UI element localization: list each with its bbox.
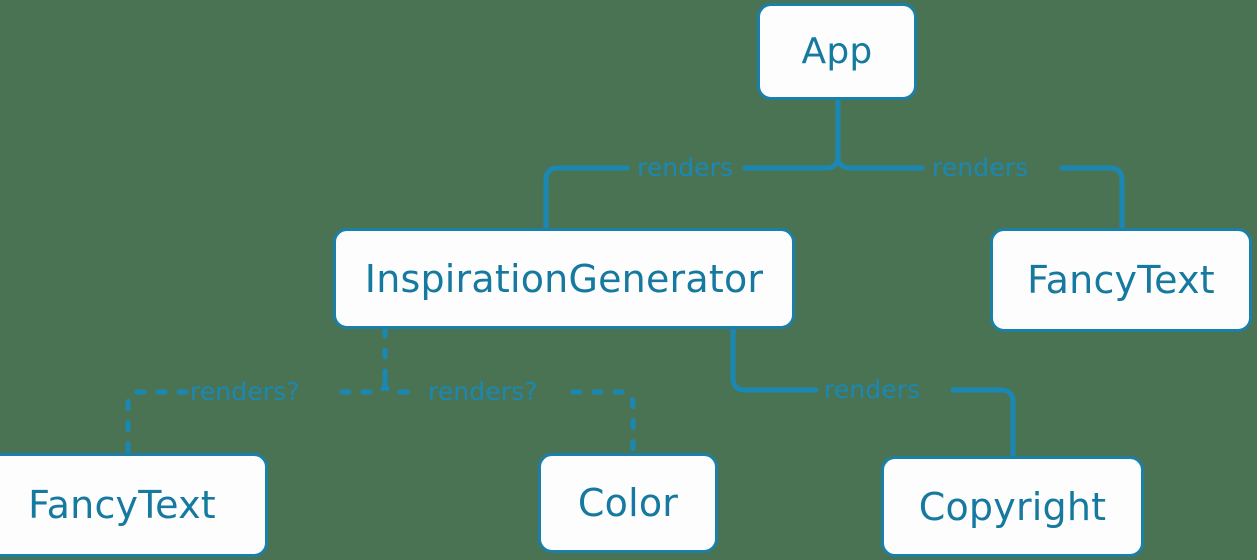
edge-app-to-inspirationgenerator-tail [543, 165, 630, 231]
edge-inspirationgenerator-to-color-tail [570, 389, 636, 456]
edge-inspirationgenerator-to-fancytext-tail [125, 389, 189, 456]
node-inspirationgenerator-label: InspirationGenerator [364, 256, 764, 301]
node-app-label: App [801, 30, 873, 72]
edge-label-inspirationgenerator-to-fancytext: renders? [190, 377, 300, 406]
edge-label-inspirationgenerator-to-copyright: renders [824, 375, 921, 404]
node-fancytext-right[interactable]: FancyText [990, 228, 1252, 332]
node-fancytext-left-label: FancyText [28, 483, 216, 527]
edge-inspirationgenerator-to-copyright-head [730, 326, 819, 393]
node-fancytext-left[interactable]: FancyText [0, 453, 268, 557]
edge-inspirationgenerator-to-color-head [382, 379, 423, 395]
edge-app-to-fancytext-tail [1059, 165, 1125, 231]
edge-label-app-to-fancytext: renders [932, 153, 1029, 182]
node-fancytext-right-label: FancyText [1027, 258, 1215, 302]
node-color[interactable]: Color [538, 453, 718, 553]
edge-app-stem [823, 97, 841, 171]
node-color-label: Color [577, 481, 679, 525]
edge-label-app-to-inspirationgenerator: renders [637, 153, 734, 182]
node-inspirationgenerator[interactable]: InspirationGenerator [333, 228, 795, 329]
node-copyright[interactable]: Copyright [881, 456, 1144, 557]
edge-label-inspirationgenerator-to-color: renders? [428, 377, 538, 406]
node-copyright-label: Copyright [918, 484, 1107, 529]
edge-inspirationgenerator-to-copyright-tail [950, 387, 1016, 459]
edge-app-stem-right [835, 153, 853, 171]
node-app[interactable]: App [757, 3, 917, 100]
edge-inspirationgenerator-to-fancytext-head [334, 379, 388, 395]
